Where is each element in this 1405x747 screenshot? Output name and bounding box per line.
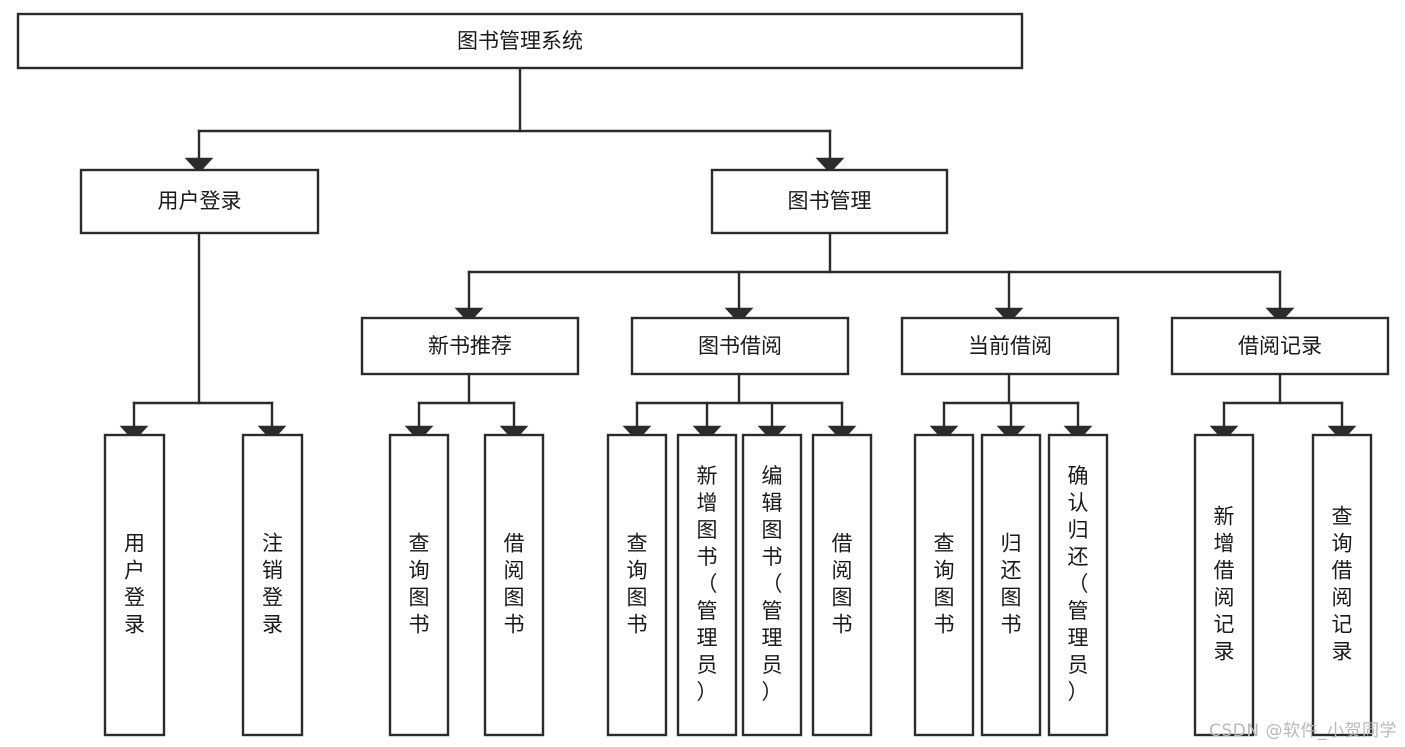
node-user-login-label: 用户登录 [158, 189, 242, 213]
csdn-watermark: CSDN @软件_小贺同学 [1209, 721, 1397, 741]
node-book-management[interactable]: 图书管理 [710, 168, 949, 235]
node-book-borrow-box[interactable] [630, 316, 850, 376]
node-leaf-borrow-book-2-box[interactable] [811, 433, 873, 737]
node-leaf-logout-login[interactable]: 注销登录 [241, 433, 304, 737]
node-leaf-query-book-2[interactable]: 查询图书 [606, 433, 668, 737]
node-current-borrow[interactable]: 当前借阅 [900, 316, 1120, 376]
node-leaf-query-record[interactable]: 查询借阅记录 [1311, 433, 1373, 737]
node-leaf-add-record-box[interactable] [1193, 433, 1255, 737]
node-book-borrow-label: 图书借阅 [698, 334, 782, 358]
node-user-login[interactable]: 用户登录 [79, 168, 320, 235]
node-leaf-query-book-1[interactable]: 查询图书 [388, 433, 450, 737]
node-leaf-add-book-box[interactable] [676, 433, 738, 737]
node-leaf-user-login-label: 用户登录 [124, 532, 145, 637]
node-book-borrow[interactable]: 图书借阅 [630, 316, 850, 376]
node-leaf-return-book-box[interactable] [980, 433, 1042, 737]
node-leaf-edit-book-box[interactable] [741, 433, 803, 737]
node-leaf-borrow-book-2[interactable]: 借阅图书 [811, 433, 873, 737]
node-leaf-query-book-1-box[interactable] [388, 433, 450, 737]
node-leaf-query-book-3-label: 查询图书 [934, 532, 955, 637]
node-leaf-confirm-return-box[interactable] [1047, 433, 1109, 737]
node-leaf-logout-login-label: 注销登录 [262, 532, 283, 637]
node-leaf-edit-book-label: 编辑图书（管理员） [762, 464, 783, 704]
node-leaf-query-record-label: 查询借阅记录 [1332, 505, 1353, 664]
node-book-management-box[interactable] [710, 168, 949, 235]
node-leaf-confirm-return-label: 确认归还（管理员） [1068, 464, 1089, 704]
node-leaf-edit-book[interactable]: 编辑图书（管理员） [741, 433, 803, 737]
node-leaf-return-book-label: 归还图书 [1001, 532, 1022, 637]
node-leaf-user-login-box[interactable] [103, 433, 166, 737]
node-leaf-add-record-label: 新增借阅记录 [1214, 505, 1235, 664]
node-leaf-borrow-book-1[interactable]: 借阅图书 [483, 433, 545, 737]
node-leaf-add-book-label: 新增图书（管理员） [697, 464, 718, 704]
node-leaf-borrow-book-1-box[interactable] [483, 433, 545, 737]
node-leaf-return-book[interactable]: 归还图书 [980, 433, 1042, 737]
node-root-box[interactable] [16, 12, 1024, 70]
node-root[interactable]: 图书管理系统 [16, 12, 1024, 70]
node-borrow-record-box[interactable] [1170, 316, 1390, 376]
node-root-label: 图书管理系统 [457, 29, 583, 53]
node-current-borrow-box[interactable] [900, 316, 1120, 376]
node-leaf-query-book-2-box[interactable] [606, 433, 668, 737]
node-leaf-query-book-3-box[interactable] [913, 433, 975, 737]
node-user-login-box[interactable] [79, 168, 320, 235]
node-current-borrow-label: 当前借阅 [968, 334, 1052, 358]
node-leaf-add-record[interactable]: 新增借阅记录 [1193, 433, 1255, 737]
node-leaf-query-book-2-label: 查询图书 [627, 532, 648, 637]
connector-group [119, 66, 1357, 442]
node-borrow-record-label: 借阅记录 [1238, 334, 1322, 358]
node-new-book-recommend[interactable]: 新书推荐 [360, 316, 580, 376]
node-leaf-user-login[interactable]: 用户登录 [103, 433, 166, 737]
node-new-book-recommend-box[interactable] [360, 316, 580, 376]
node-leaf-logout-login-box[interactable] [241, 433, 304, 737]
node-book-management-label: 图书管理 [788, 189, 872, 213]
node-borrow-record[interactable]: 借阅记录 [1170, 316, 1390, 376]
node-leaf-query-record-box[interactable] [1311, 433, 1373, 737]
node-leaf-query-book-3[interactable]: 查询图书 [913, 433, 975, 737]
node-leaf-borrow-book-1-label: 借阅图书 [504, 532, 525, 637]
node-leaf-query-book-1-label: 查询图书 [409, 532, 430, 637]
node-leaf-borrow-book-2-label: 借阅图书 [832, 532, 853, 637]
node-leaf-add-book[interactable]: 新增图书（管理员） [676, 433, 738, 737]
node-new-book-recommend-label: 新书推荐 [428, 334, 512, 358]
node-leaf-confirm-return[interactable]: 确认归还（管理员） [1047, 433, 1109, 737]
